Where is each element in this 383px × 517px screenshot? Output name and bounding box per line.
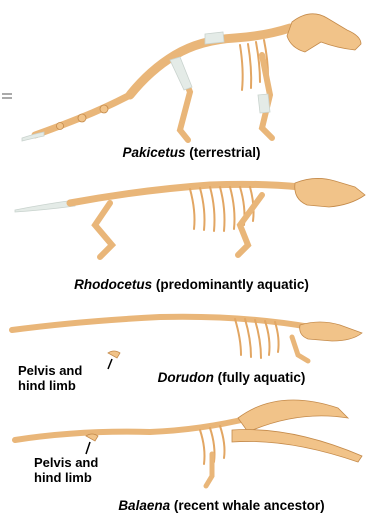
pakicetus-panel: Pakicetus (terrestrial): [0, 0, 383, 165]
dorudon-descriptor: (fully aquatic): [218, 370, 306, 385]
pakicetus-tail: [22, 95, 130, 141]
balaena-pelvis-label: Pelvis and hind limb: [34, 455, 98, 485]
dorudon-pelvis-bone: [108, 351, 120, 358]
pakicetus-species-name: Pakicetus: [122, 145, 185, 160]
balaena-pelvis-bone: [86, 434, 98, 441]
dorudon-panel: Pelvis and hind limb Dorudon (fully aqua…: [0, 295, 383, 400]
pakicetus-descriptor: (terrestrial): [189, 145, 260, 160]
balaena-skull: [238, 400, 348, 432]
dorudon-skull: [300, 322, 362, 341]
dorudon-species-name: Dorudon: [158, 370, 214, 385]
balaena-spine: [15, 418, 250, 440]
balaena-species-name: Balaena: [118, 498, 170, 513]
rhodocetus-descriptor: (predominantly aquatic): [156, 277, 309, 292]
pakicetus-caption: Pakicetus (terrestrial): [0, 145, 383, 160]
balaena-descriptor: (recent whale ancestor): [174, 498, 325, 513]
balaena-caption: Balaena (recent whale ancestor): [30, 498, 383, 513]
pakicetus-skeleton: [0, 0, 383, 165]
balaena-pelvis-label-line1: Pelvis and: [34, 455, 98, 470]
pakicetus-skull: [287, 14, 361, 52]
rhodocetus-skeleton: [0, 165, 383, 295]
rhodocetus-species-name: Rhodocetus: [74, 277, 152, 292]
balaena-pelvis-label-line2: hind limb: [34, 470, 98, 485]
dorudon-ribs: [235, 319, 279, 358]
rhodocetus-skull: [295, 178, 365, 207]
dorudon-caption: Dorudon (fully aquatic): [40, 370, 383, 385]
rhodocetus-tail: [15, 200, 75, 212]
balaena-jaw: [232, 430, 362, 462]
rhodocetus-panel: Rhodocetus (predominantly aquatic): [0, 165, 383, 295]
balaena-panel: Pelvis and hind limb Balaena (recent wha…: [0, 400, 383, 517]
rhodocetus-caption: Rhodocetus (predominantly aquatic): [0, 277, 383, 292]
